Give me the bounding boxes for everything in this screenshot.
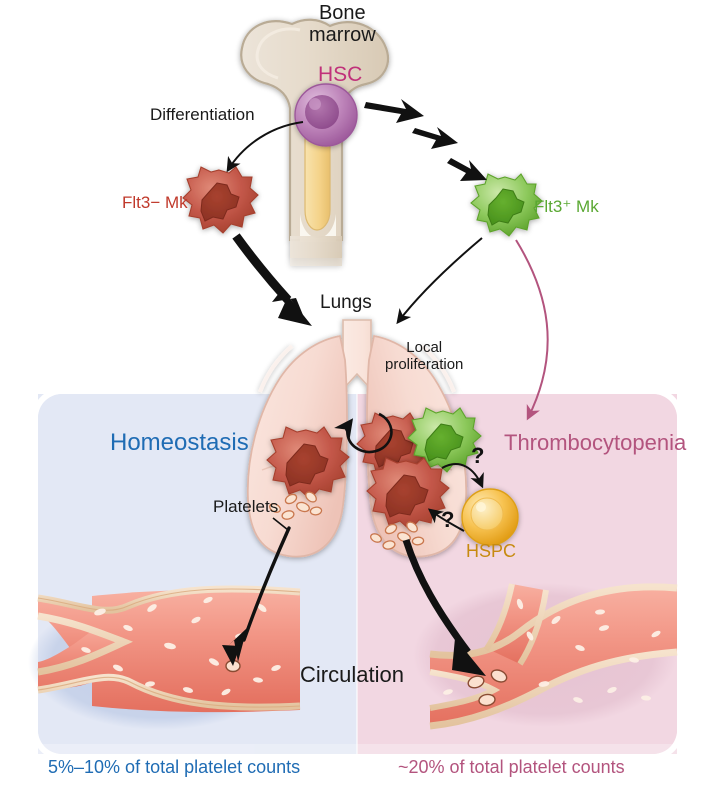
arrow-flt3pos-to-thrombocytopenia xyxy=(515,239,549,421)
label-flt3-positive-mk: Flt3⁺ Mk xyxy=(534,197,599,216)
hspc-cell xyxy=(461,488,519,546)
arrow-differentiation xyxy=(226,121,304,173)
panel-title-thrombocytopenia: Thrombocytopenia xyxy=(504,430,687,455)
arrow-flt3neg-to-lungs xyxy=(232,233,292,304)
label-hsc: HSC xyxy=(318,63,363,86)
footer-band xyxy=(38,744,677,754)
arrow-hsc-to-flt3pos xyxy=(364,99,487,181)
label-flt3-negative-mk: Flt3− Mk xyxy=(122,193,188,212)
label-local-proliferation: Local proliferation xyxy=(385,339,464,373)
label-hspc: HSPC xyxy=(466,541,517,561)
panel-footer-homeostasis: 5%–10% of total platelet counts xyxy=(48,757,301,777)
marrow-cavity xyxy=(304,119,331,231)
flt3-negative-mk-cell xyxy=(182,166,259,234)
arrow-lung-to-circulation-left-head xyxy=(222,645,240,666)
label-bone-marrow: Bone marrow xyxy=(309,2,376,47)
label-differentiation: Differentiation xyxy=(150,105,255,124)
panel-footer-thrombocytopenia: ~20% of total platelet counts xyxy=(398,757,625,777)
lung-platelets-right xyxy=(370,521,425,550)
arrow-lung-to-circulation-left xyxy=(242,526,291,642)
label-platelets: Platelets xyxy=(213,497,279,516)
leader-platelets-left xyxy=(272,517,289,531)
highlighted-platelet-cluster-right xyxy=(467,669,508,707)
label-lungs: Lungs xyxy=(320,292,372,313)
hsc-cell xyxy=(294,83,358,147)
label-question-lower: ? xyxy=(441,507,455,532)
arrow-lung-to-circulation-right xyxy=(402,538,471,655)
label-question-upper: ? xyxy=(471,443,485,468)
lung-mk-right-green xyxy=(407,407,482,473)
arrow-flt3neg-to-lungs-head xyxy=(272,288,305,320)
lung-platelets-left xyxy=(269,491,323,520)
panel-title-homeostasis: Homeostasis xyxy=(110,429,249,456)
panel-divider xyxy=(356,394,358,754)
arrow-flt3pos-to-lungs xyxy=(396,237,483,325)
arrow-hspc-lower xyxy=(427,508,465,532)
arrow-local-proliferation xyxy=(334,412,393,454)
arrow-lung-to-circulation-right-head xyxy=(452,638,486,676)
label-circulation: Circulation xyxy=(300,662,404,687)
arrow-hspc-upper xyxy=(441,463,484,489)
flt3-positive-mk-cell xyxy=(470,173,543,237)
blood-vessel-left xyxy=(37,585,301,713)
